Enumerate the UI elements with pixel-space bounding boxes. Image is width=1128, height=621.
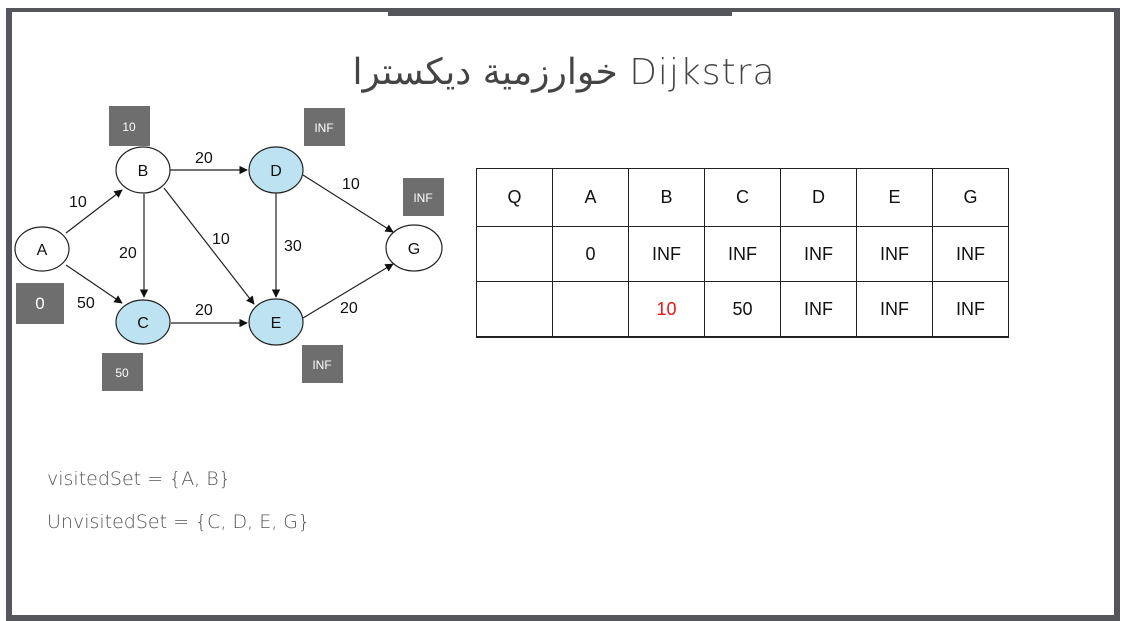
distance-badge-text-C: 50 — [115, 366, 129, 380]
table-header-cell: G — [932, 168, 1009, 227]
node-label-C: C — [137, 315, 149, 332]
node-D — [248, 146, 304, 194]
unvisited-set: UnvisitedSet = {C, D, E, G} — [47, 511, 311, 533]
table-cell: INF — [628, 226, 705, 282]
edge-B-E — [163, 187, 255, 305]
distance-badge-G — [403, 178, 444, 216]
table-cell: INF — [780, 226, 857, 282]
table-cell: INF — [932, 226, 1009, 282]
table-header-cell: A — [552, 168, 629, 227]
edge-weight-D-G: 10 — [342, 176, 360, 193]
table-row: 10 50 INF INF INF — [476, 281, 1009, 338]
table-header-cell: E — [856, 168, 933, 227]
distance-badge-text-A: 0 — [35, 294, 44, 313]
table-cell: INF — [932, 281, 1009, 338]
edge-weight-B-E: 10 — [212, 231, 230, 248]
edge-weight-B-D: 20 — [195, 150, 213, 167]
node-E — [248, 298, 304, 346]
node-A — [14, 226, 70, 272]
node-B — [115, 146, 171, 194]
slide-title: خوارزمية ديكسترا Dijkstra — [352, 52, 776, 93]
edge-weight-B-C: 20 — [119, 245, 137, 262]
frame-top-accent — [388, 10, 732, 16]
node-G — [385, 224, 443, 272]
edge-E-G — [302, 263, 394, 319]
table-header-cell: Q — [476, 168, 553, 227]
distance-badge-text-E: INF — [312, 358, 331, 372]
node-label-E: E — [271, 315, 282, 332]
table-header-cell: B — [628, 168, 705, 227]
table-cell-highlighted: 10 — [628, 281, 705, 338]
table-cell: INF — [704, 226, 781, 282]
table-header-row: Q A B C D E G — [476, 168, 1009, 227]
distance-badge-text-B: 10 — [122, 120, 136, 134]
frame-left — [6, 8, 12, 621]
distance-badge-text-D: INF — [314, 121, 333, 135]
table-header-cell: C — [704, 168, 781, 227]
table-row: 0 INF INF INF INF INF — [476, 226, 1009, 282]
frame-bottom — [6, 615, 1120, 621]
table-cell: 50 — [704, 281, 781, 338]
node-label-D: D — [270, 163, 282, 180]
node-label-B: B — [138, 163, 149, 180]
table-cell: INF — [856, 281, 933, 338]
edge-weight-C-E: 20 — [195, 302, 213, 319]
table-cell: INF — [780, 281, 857, 338]
edge-weight-A-B: 10 — [69, 194, 87, 211]
node-label-A: A — [37, 242, 48, 259]
edge-weight-E-G: 20 — [340, 300, 358, 317]
table-cell — [476, 226, 553, 282]
edge-A-C — [65, 264, 123, 304]
edge-weight-A-C: 50 — [77, 295, 95, 312]
table-cell — [552, 281, 629, 338]
frame-right — [1114, 8, 1120, 621]
distance-badge-B — [109, 106, 150, 146]
edge-weight-D-E: 30 — [284, 238, 302, 255]
edge-A-B — [65, 189, 123, 234]
visited-set: visitedSet = {A, B} — [47, 468, 231, 490]
distance-table: Q A B C D E G 0 INF INF INF INF INF 10 5… — [476, 168, 1009, 338]
edge-D-G — [302, 174, 394, 233]
node-C — [115, 299, 171, 345]
table-header-cell: D — [780, 168, 857, 227]
table-cell: INF — [856, 226, 933, 282]
table-cell: 0 — [552, 226, 629, 282]
distance-badge-C — [102, 353, 143, 391]
table-cell — [476, 281, 553, 338]
distance-badge-A — [16, 283, 64, 324]
distance-badge-D — [304, 108, 345, 146]
distance-badge-E — [302, 345, 343, 383]
distance-badge-text-G: INF — [413, 191, 432, 205]
node-label-G: G — [408, 241, 420, 258]
